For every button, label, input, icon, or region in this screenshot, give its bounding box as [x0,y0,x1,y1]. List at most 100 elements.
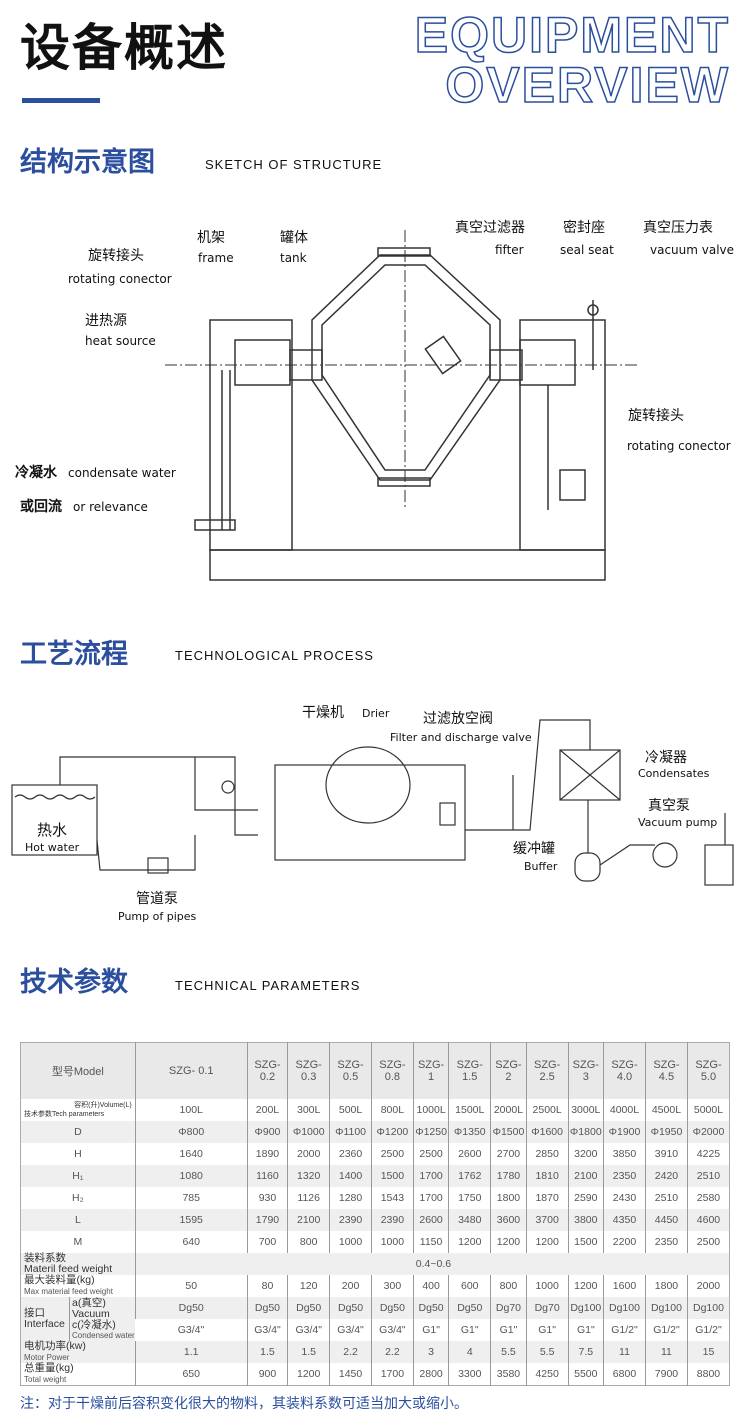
label-condenser-en: Condensates [638,767,710,780]
table-cell: Dg100 [644,1296,688,1319]
interface-a-en: Vacuum [72,1307,110,1320]
table-cell: Dg50 [134,1296,248,1319]
table-cell: 3600 [490,1208,527,1231]
table-cell: 11 [603,1340,646,1363]
table-cell: Dg70 [525,1296,569,1319]
table-cell: 2200 [603,1230,646,1253]
table-cell: 5500 [567,1362,604,1385]
table-cell: 1870 [525,1186,569,1209]
table-cell: 1500L [448,1098,491,1121]
table-cell: 1750 [448,1186,491,1209]
label-cond-en: condensate water [68,466,176,480]
table-cell: SZG- 0.2 [246,1042,288,1099]
table-cell: 2100 [287,1208,330,1231]
table-cell: 4600 [686,1208,730,1231]
table-cell: Φ1200 [370,1120,414,1143]
table-cell: 640 [134,1230,248,1253]
table-cell: Dg50 [287,1296,330,1319]
label-gauge-cn: 真空压力表 [643,220,713,236]
label-filter-en: fifter [495,243,524,257]
table-cell: 2420 [644,1164,688,1187]
table-cell: 2000L [490,1098,527,1121]
table-cell: H₁ [20,1164,136,1187]
table-cell: 2500 [686,1230,730,1253]
table-cell: G1" [412,1318,449,1341]
table-cell: Φ1000 [287,1120,330,1143]
table-cell: 1890 [246,1142,288,1165]
table-cell: 7.5 [567,1340,604,1363]
table-cell: 2500 [370,1142,414,1165]
diag-bottom: 技术参数Tech parameters [24,1110,105,1118]
label-buffer-en: Buffer [524,860,558,873]
table-cell: SZG- 4.0 [603,1042,646,1099]
structure-sketch: 旋转接头 rotating conector 机架 frame 罐体 tank … [15,219,734,581]
table-cell: 1160 [246,1164,288,1187]
table-cell: Φ1250 [412,1120,449,1143]
table-cell: 1000 [525,1274,569,1297]
table-cell: 2500 [412,1142,449,1165]
table-cell: 650 [134,1362,248,1385]
label-buffer-cn: 缓冲罐 [513,841,555,857]
table-cell: Φ1900 [603,1120,646,1143]
interface-c-en: Condensed water [72,1330,135,1340]
table-cell: 1600 [603,1274,646,1297]
table-cell: 2510 [686,1164,730,1187]
table-cell: Φ1500 [490,1120,527,1143]
title-underline [22,98,100,103]
label-frame-cn: 机架 [197,230,225,246]
table-cell: 1700 [412,1164,449,1187]
row-label: 电机功率(kw)Motor Power [20,1340,136,1363]
table-cell: 400 [412,1274,449,1297]
table-cell: 2800 [412,1362,449,1385]
label-pump-en: Pump of pipes [118,910,196,923]
label-condenser-cn: 冷凝器 [645,750,687,766]
table-cell: 1150 [412,1230,449,1253]
params-title-en: TECHNICAL PARAMETERS [175,978,361,993]
model-label: 型号Model [20,1042,136,1099]
table-cell: SZG- 0.8 [370,1042,414,1099]
table-cell: SZG- 2.5 [525,1042,569,1099]
table-cell: 2390 [370,1208,414,1231]
label-rel-en: or relevance [73,500,148,514]
table-cell: 4 [448,1340,491,1363]
table-cell: 1080 [134,1164,248,1187]
process-diagram: 干燥机 Drier 过滤放空阀 Filter and discharge val… [11,705,734,923]
table-cell: 2850 [525,1142,569,1165]
table-cell: 1000 [329,1230,372,1253]
table-cell: 2390 [329,1208,372,1231]
interface-label-en: Interface [24,1317,65,1330]
table-cell: 2500L [525,1098,569,1121]
max-label-cn: 最大装料量(kg) [24,1273,95,1286]
table-cell: 1500 [370,1164,414,1187]
table-cell: Dg50 [412,1296,449,1319]
table-cell: SZG- 1.5 [448,1042,491,1099]
label-hotwater-en: Hot water [25,841,80,854]
table-cell: 3850 [603,1142,646,1165]
table-cell: 120 [287,1274,330,1297]
label-vacuum-en: Vacuum pump [638,816,717,829]
table-cell: 100L [134,1098,248,1121]
table-cell: 1780 [490,1164,527,1187]
motor-label-en: Motor Power [24,1352,70,1362]
process-title-cn: 工艺流程 [20,639,128,670]
table-cell: Φ1100 [329,1120,372,1143]
table-cell: 2000 [686,1274,730,1297]
label-seal-en: seal seat [560,243,614,257]
table-cell: 0.4~0.6 [134,1252,730,1275]
table-cell: G1/2" [603,1318,646,1341]
table-cell: H₂ [72,1191,84,1204]
table-cell: 1200 [567,1274,604,1297]
table-cell: 4000L [603,1098,646,1121]
table-cell: 500L [329,1098,372,1121]
table-cell: Dg50 [246,1296,288,1319]
table-cell: 5.5 [490,1340,527,1363]
label-filter-en: Filter and discharge valve [390,731,532,744]
table-cell: SZG- 4.5 [644,1042,688,1099]
